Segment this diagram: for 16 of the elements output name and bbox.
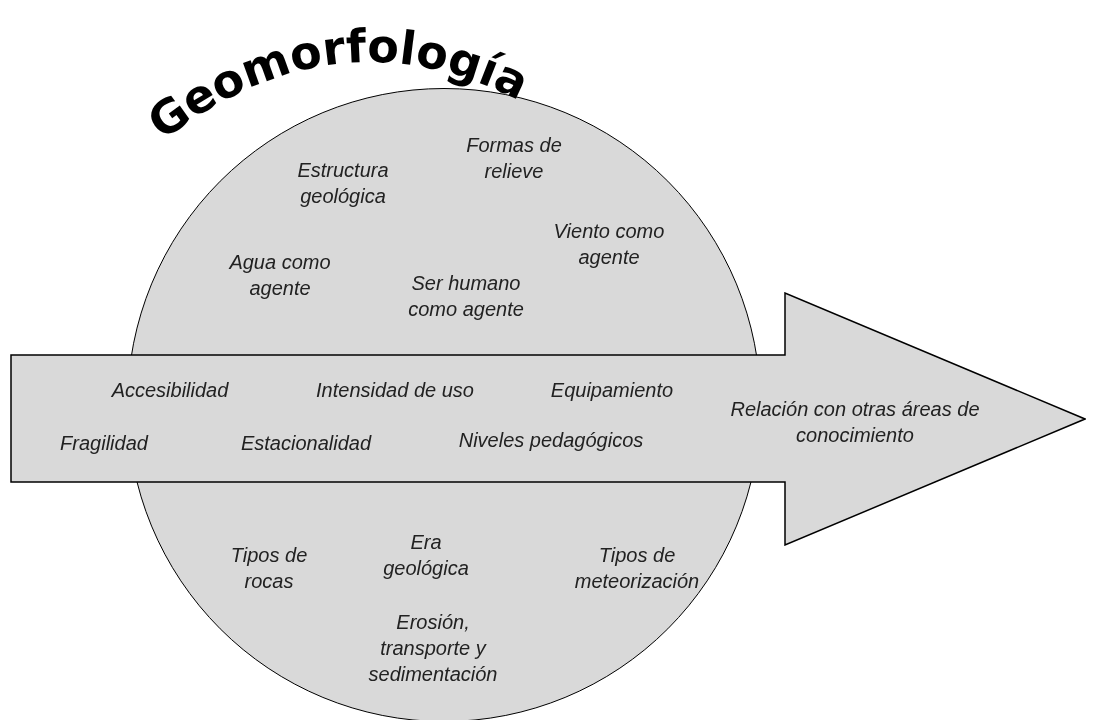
topic-text: Relación con otras áreas de conocimiento	[730, 397, 980, 448]
topic-text: Tipos de meteorización	[573, 543, 701, 594]
topic-text: Era geológica	[382, 530, 470, 581]
topic-text: Agua como agente	[227, 250, 332, 301]
topic-text: Accesibilidad	[110, 378, 230, 403]
topic-text: Formas de relieve	[465, 134, 563, 184]
topic-text: Intensidad de uso	[315, 378, 475, 403]
topic-text: Estacionalidad	[239, 431, 373, 456]
topic-text: Ser humano como agente	[407, 271, 525, 322]
topic-text: Fragilidad	[59, 431, 150, 456]
topic-text: Equipamiento	[549, 378, 675, 403]
topic-text: Tipos de rocas	[229, 543, 309, 594]
topic-text: Erosión, transporte y sedimentación	[368, 610, 498, 687]
topic-text: Estructura geológica	[296, 158, 390, 209]
topic-text: Viento como agente	[552, 219, 666, 270]
topic-text: Niveles pedagógicos	[457, 428, 645, 453]
